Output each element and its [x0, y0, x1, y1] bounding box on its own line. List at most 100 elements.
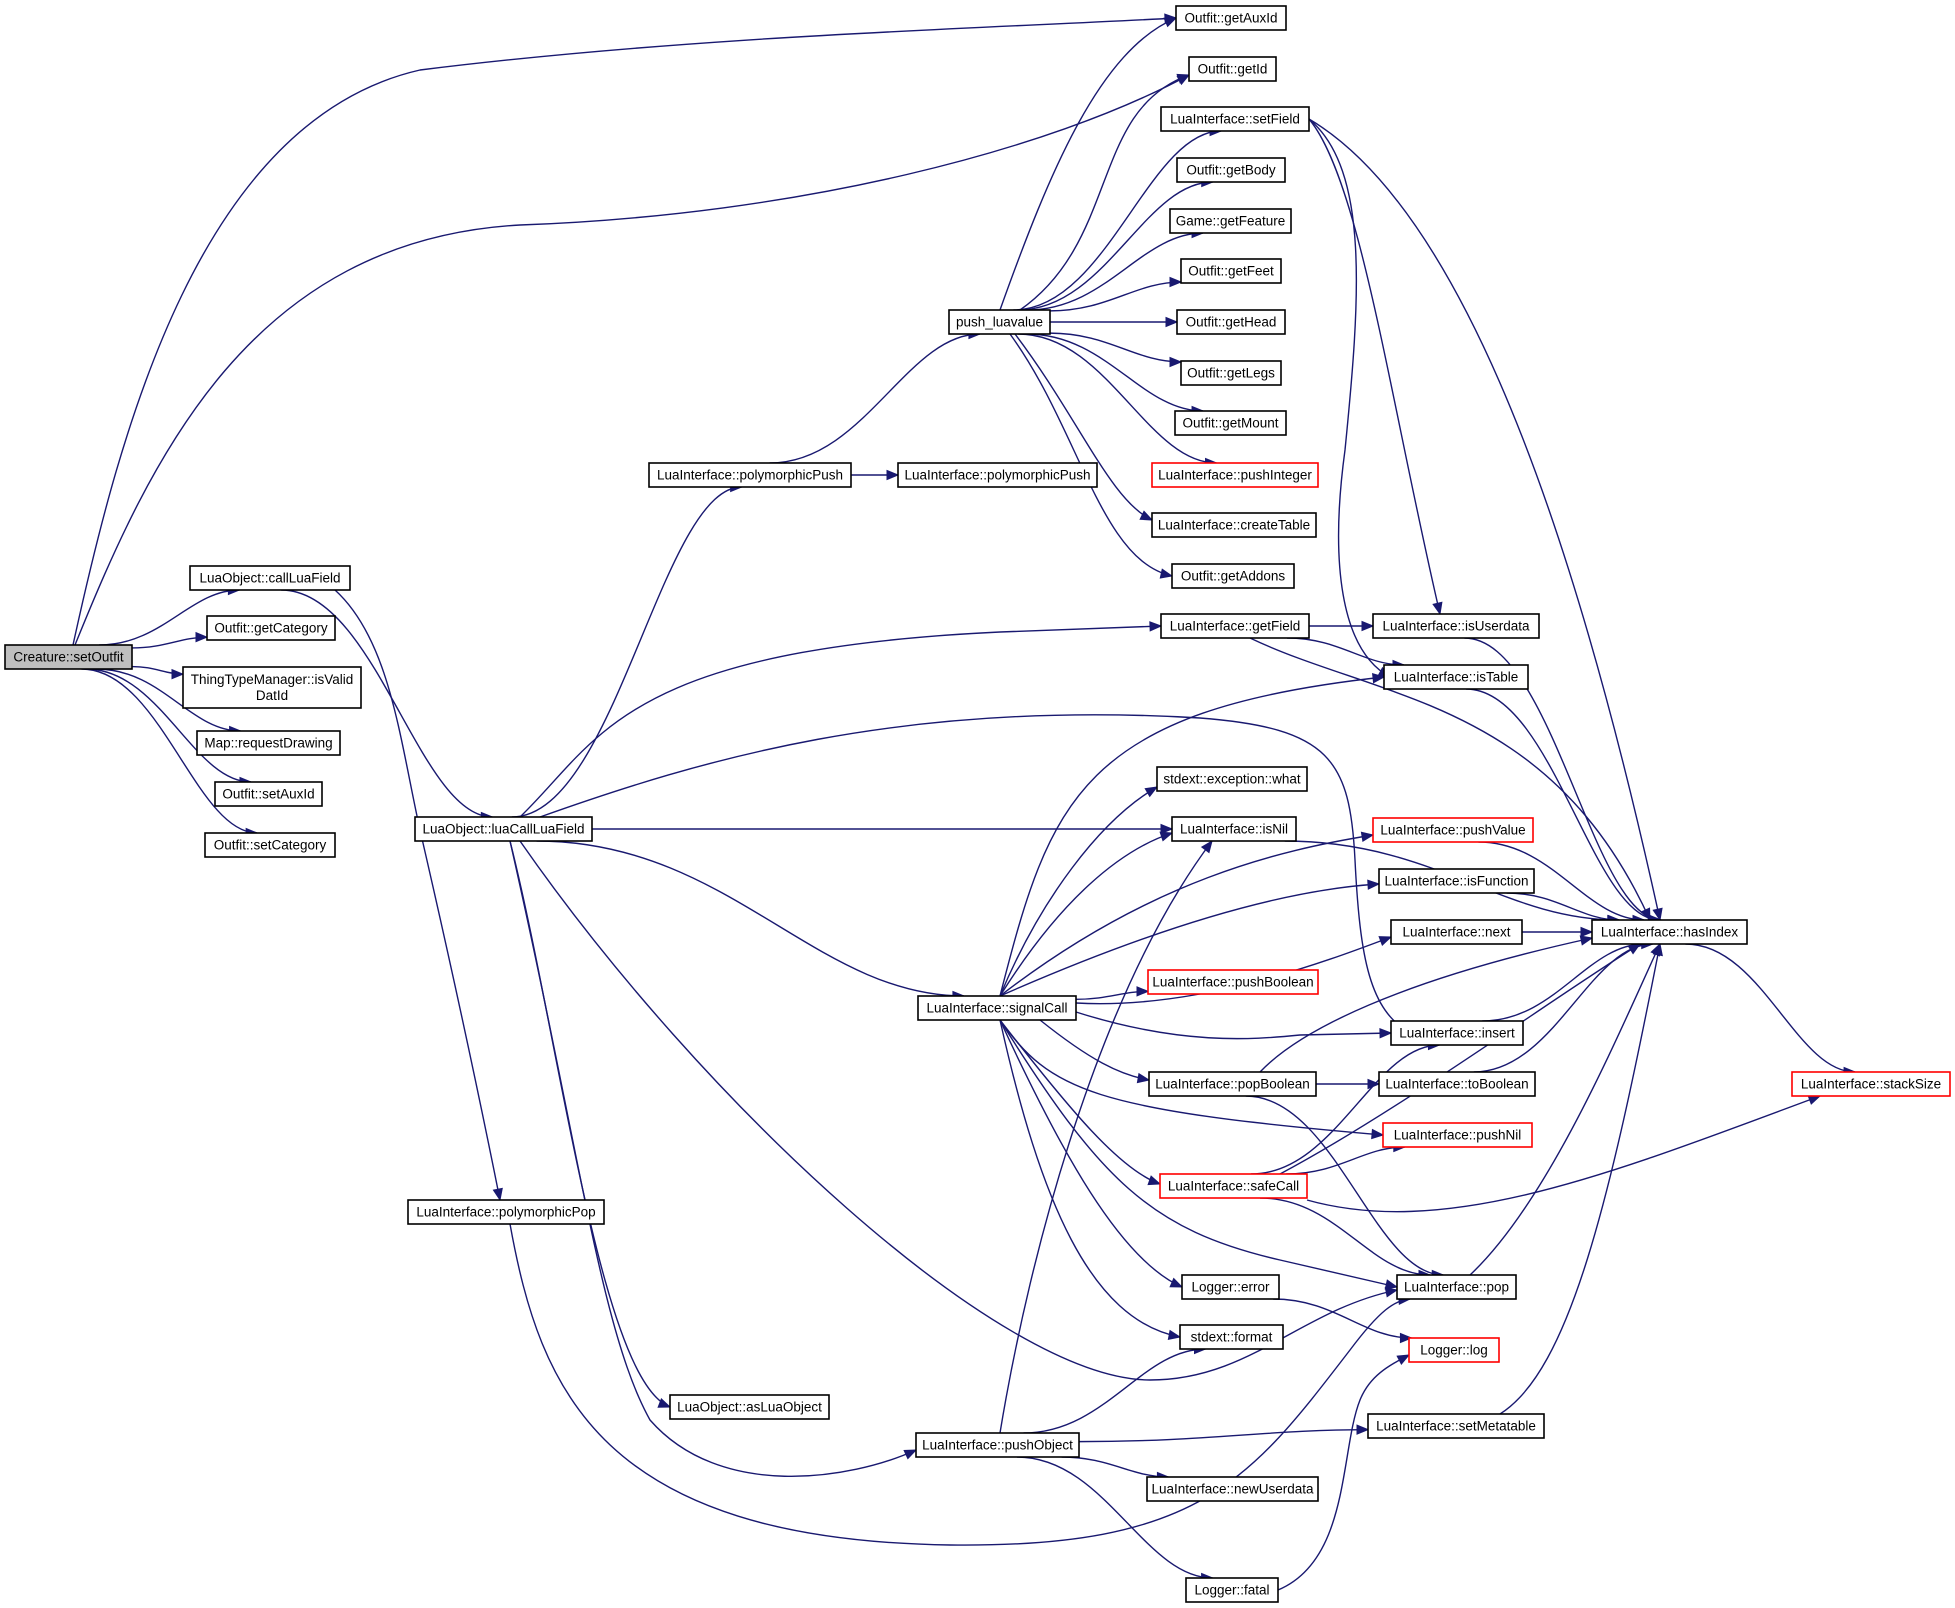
node-luainterface-next-box[interactable]: [1390, 919, 1523, 945]
node-luainterface-signalcall-box[interactable]: [917, 995, 1077, 1021]
node-outfit-getcategory-box[interactable]: [206, 615, 336, 641]
node-luainterface-setfield-box[interactable]: [1160, 106, 1310, 132]
node-outfit-getfeet-box[interactable]: [1180, 258, 1282, 284]
node-luainterface-setmetatable-box[interactable]: [1367, 1413, 1545, 1439]
node-luainterface-createtable[interactable]: LuaInterface::createTable: [1151, 512, 1317, 538]
node-luainterface-istable-box[interactable]: [1383, 664, 1529, 690]
node-luaobject-luacallluafield[interactable]: LuaObject::luaCallLuaField: [414, 816, 593, 842]
node-luainterface-isfunction[interactable]: LuaInterface::isFunction: [1378, 868, 1535, 894]
node-logger-log[interactable]: Logger::log: [1408, 1337, 1500, 1363]
node-luainterface-polymorphicpush-1[interactable]: LuaInterface::polymorphicPush: [648, 462, 852, 488]
node-outfit-getauxid-box[interactable]: [1175, 5, 1287, 31]
node-luainterface-hasindex-box[interactable]: [1591, 919, 1748, 945]
node-outfit-getbody-box[interactable]: [1176, 157, 1286, 183]
node-luainterface-stacksize[interactable]: LuaInterface::stackSize: [1791, 1071, 1951, 1097]
node-luainterface-polymorphicpush-1-box[interactable]: [648, 462, 852, 488]
node-luainterface-signalcall[interactable]: LuaInterface::signalCall: [917, 995, 1077, 1021]
node-outfit-getid[interactable]: Outfit::getId: [1188, 56, 1277, 82]
node-luainterface-newuserdata[interactable]: LuaInterface::newUserdata: [1146, 1476, 1319, 1502]
node-thingtypemanager-isvaliddatid-box[interactable]: [182, 666, 362, 709]
node-outfit-setcategory[interactable]: Outfit::setCategory: [204, 832, 336, 858]
node-luainterface-isuserdata[interactable]: LuaInterface::isUserdata: [1372, 613, 1540, 639]
node-luainterface-popboolean[interactable]: LuaInterface::popBoolean: [1148, 1071, 1317, 1097]
node-luainterface-pop-box[interactable]: [1396, 1274, 1517, 1300]
node-luainterface-isuserdata-box[interactable]: [1372, 613, 1540, 639]
node-luainterface-polymorphicpop-box[interactable]: [407, 1199, 605, 1225]
node-luainterface-polymorphicpush-2[interactable]: LuaInterface::polymorphicPush: [897, 462, 1098, 488]
node-logger-error[interactable]: Logger::error: [1181, 1274, 1280, 1300]
node-outfit-setauxid[interactable]: Outfit::setAuxId: [214, 781, 323, 807]
node-logger-fatal-box[interactable]: [1185, 1577, 1279, 1603]
node-luainterface-pushobject-box[interactable]: [915, 1432, 1080, 1458]
node-luaobject-asluaobject-box[interactable]: [669, 1394, 830, 1420]
node-luainterface-insert[interactable]: LuaInterface::insert: [1390, 1020, 1524, 1046]
node-luainterface-isfunction-box[interactable]: [1378, 868, 1535, 894]
node-creature-setoutfit[interactable]: Creature::setOutfit: [4, 644, 133, 670]
node-game-getfeature-box[interactable]: [1169, 208, 1292, 234]
node-outfit-getaddons-box[interactable]: [1171, 563, 1295, 589]
node-luaobject-asluaobject[interactable]: LuaObject::asLuaObject: [669, 1394, 830, 1420]
node-outfit-getmount[interactable]: Outfit::getMount: [1174, 410, 1287, 436]
node-luainterface-getfield-box[interactable]: [1160, 613, 1310, 639]
node-luainterface-insert-box[interactable]: [1390, 1020, 1524, 1046]
node-luainterface-isnil[interactable]: LuaInterface::isNil: [1171, 816, 1297, 842]
node-luaobject-luacallluafield-box[interactable]: [414, 816, 593, 842]
node-luainterface-safecall-box[interactable]: [1159, 1173, 1308, 1199]
node-luainterface-safecall[interactable]: LuaInterface::safeCall: [1159, 1173, 1308, 1199]
node-outfit-getfeet[interactable]: Outfit::getFeet: [1180, 258, 1282, 284]
node-luainterface-polymorphicpush-2-box[interactable]: [897, 462, 1098, 488]
node-outfit-getbody[interactable]: Outfit::getBody: [1176, 157, 1286, 183]
node-map-requestdrawing[interactable]: Map::requestDrawing: [196, 730, 341, 756]
node-luainterface-istable[interactable]: LuaInterface::isTable: [1383, 664, 1529, 690]
node-luaobject-callluafield[interactable]: LuaObject::callLuaField: [189, 565, 351, 591]
node-luainterface-popboolean-box[interactable]: [1148, 1071, 1317, 1097]
node-luaobject-callluafield-box[interactable]: [189, 565, 351, 591]
node-outfit-gethead[interactable]: Outfit::getHead: [1176, 309, 1286, 335]
node-luainterface-stacksize-box[interactable]: [1791, 1071, 1951, 1097]
node-luainterface-hasindex[interactable]: LuaInterface::hasIndex: [1591, 919, 1748, 945]
node-logger-error-box[interactable]: [1181, 1274, 1280, 1300]
node-stdext-format[interactable]: stdext::format: [1179, 1324, 1284, 1350]
node-luainterface-pushnil[interactable]: LuaInterface::pushNil: [1382, 1122, 1533, 1148]
node-outfit-getmount-box[interactable]: [1174, 410, 1287, 436]
node-luainterface-pushvalue[interactable]: LuaInterface::pushValue: [1372, 817, 1534, 843]
node-luainterface-isnil-box[interactable]: [1171, 816, 1297, 842]
node-luainterface-pushboolean[interactable]: LuaInterface::pushBoolean: [1147, 969, 1319, 995]
node-luainterface-pushboolean-box[interactable]: [1147, 969, 1319, 995]
node-luainterface-getfield[interactable]: LuaInterface::getField: [1160, 613, 1310, 639]
node-outfit-getcategory[interactable]: Outfit::getCategory: [206, 615, 336, 641]
node-luainterface-toboolean[interactable]: LuaInterface::toBoolean: [1378, 1071, 1536, 1097]
node-stdext-exception-what-box[interactable]: [1156, 766, 1308, 792]
node-map-requestdrawing-box[interactable]: [196, 730, 341, 756]
node-luainterface-next[interactable]: LuaInterface::next: [1390, 919, 1523, 945]
node-luainterface-pushnil-box[interactable]: [1382, 1122, 1533, 1148]
node-luainterface-newuserdata-box[interactable]: [1146, 1476, 1319, 1502]
node-game-getfeature[interactable]: Game::getFeature: [1169, 208, 1292, 234]
node-push-luavalue-box[interactable]: [948, 309, 1051, 335]
node-stdext-format-box[interactable]: [1179, 1324, 1284, 1350]
node-luainterface-setmetatable[interactable]: LuaInterface::setMetatable: [1367, 1413, 1545, 1439]
node-luainterface-pushinteger-box[interactable]: [1151, 462, 1319, 488]
node-outfit-getid-box[interactable]: [1188, 56, 1277, 82]
node-luainterface-polymorphicpop[interactable]: LuaInterface::polymorphicPop: [407, 1199, 605, 1225]
node-outfit-setauxid-box[interactable]: [214, 781, 323, 807]
node-luainterface-createtable-box[interactable]: [1151, 512, 1317, 538]
node-outfit-getaddons[interactable]: Outfit::getAddons: [1171, 563, 1295, 589]
node-logger-fatal[interactable]: Logger::fatal: [1185, 1577, 1279, 1603]
node-outfit-getlegs-box[interactable]: [1180, 360, 1282, 386]
node-luainterface-pushobject[interactable]: LuaInterface::pushObject: [915, 1432, 1080, 1458]
node-outfit-setcategory-box[interactable]: [204, 832, 336, 858]
node-outfit-getlegs[interactable]: Outfit::getLegs: [1180, 360, 1282, 386]
node-luainterface-pushvalue-box[interactable]: [1372, 817, 1534, 843]
node-stdext-exception-what[interactable]: stdext::exception::what: [1156, 766, 1308, 792]
node-luainterface-pushinteger[interactable]: LuaInterface::pushInteger: [1151, 462, 1319, 488]
node-outfit-gethead-box[interactable]: [1176, 309, 1286, 335]
node-luainterface-setfield[interactable]: LuaInterface::setField: [1160, 106, 1310, 132]
node-luainterface-toboolean-box[interactable]: [1378, 1071, 1536, 1097]
node-push-luavalue[interactable]: push_luavalue: [948, 309, 1051, 335]
node-logger-log-box[interactable]: [1408, 1337, 1500, 1363]
node-luainterface-pop[interactable]: LuaInterface::pop: [1396, 1274, 1517, 1300]
node-creature-setoutfit-box[interactable]: [4, 644, 133, 670]
node-outfit-getauxid[interactable]: Outfit::getAuxId: [1175, 5, 1287, 31]
